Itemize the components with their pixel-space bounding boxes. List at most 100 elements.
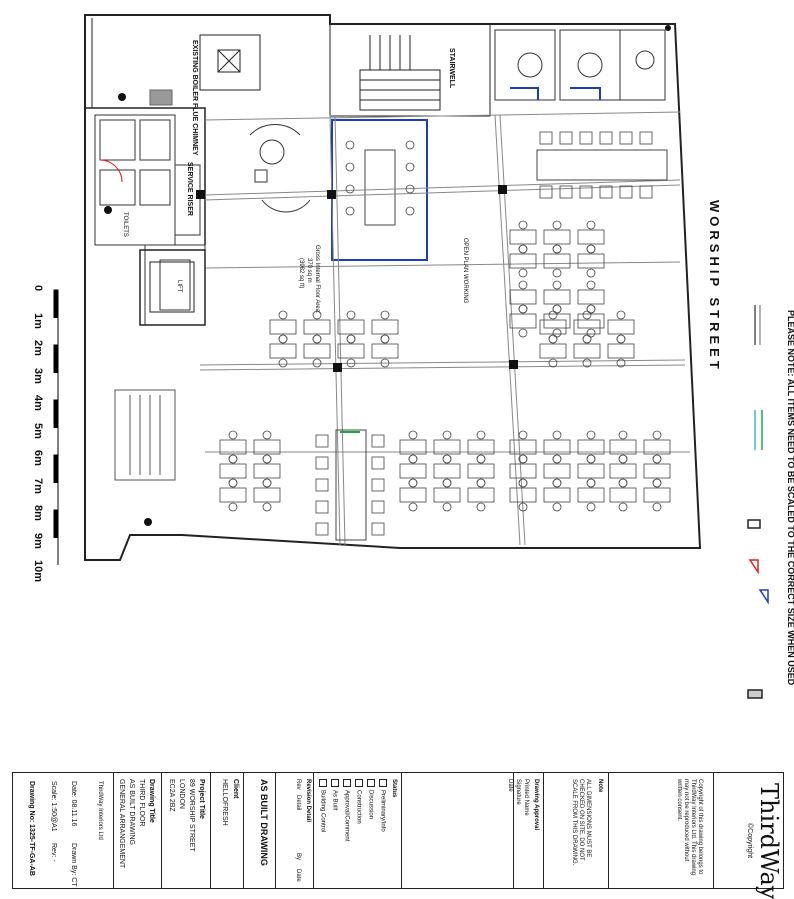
chair	[476, 478, 486, 488]
chair	[408, 454, 418, 464]
chair	[652, 454, 662, 464]
chair	[442, 502, 452, 512]
chair	[552, 268, 562, 278]
desk	[539, 185, 553, 199]
desk	[577, 289, 605, 305]
chair	[586, 244, 596, 254]
chair	[518, 454, 528, 464]
desk	[269, 343, 297, 359]
desk	[607, 343, 635, 359]
chair	[586, 502, 596, 512]
street-name: WORSHIP STREET	[707, 200, 722, 373]
approval-field: Printed Name	[523, 779, 529, 816]
stairwell-label: STAIRWELL	[448, 48, 455, 89]
chair	[312, 310, 322, 320]
desk	[509, 463, 537, 479]
desk	[371, 456, 385, 470]
scale-label: 1m	[32, 313, 44, 329]
chair	[312, 334, 322, 344]
drawing-title-line: AS BUILT DRAWING	[128, 779, 135, 845]
desk	[337, 343, 365, 359]
scale-note: PLEASE NOTE: ALL ITEMS NEED TO BE SCALED…	[786, 310, 794, 686]
desk	[577, 439, 605, 455]
notes-heading: Note	[597, 779, 603, 793]
status-option[interactable]: Approval/Comment	[342, 779, 351, 841]
desk	[607, 319, 635, 335]
scale-value: Scale: 1:50@A1	[50, 781, 57, 832]
chair	[582, 310, 592, 320]
chair	[262, 478, 272, 488]
desk	[371, 522, 385, 536]
project-heading: Project Title	[198, 779, 205, 819]
desk	[579, 131, 593, 145]
desk	[599, 185, 613, 199]
status-option[interactable]: Discussion	[366, 779, 375, 819]
desk	[467, 463, 495, 479]
desk	[599, 131, 613, 145]
desk	[315, 522, 329, 536]
desk	[619, 185, 633, 199]
desk	[253, 463, 281, 479]
desk	[543, 463, 571, 479]
scale-label: 7m	[32, 478, 44, 494]
chair	[518, 304, 528, 314]
drawing-title-line: GENERAL ARRANGEMENT	[118, 779, 125, 869]
desk	[539, 319, 567, 335]
chair	[408, 502, 418, 512]
desk	[219, 463, 247, 479]
chair	[262, 430, 272, 440]
chimney-label: EXISTING BOILER FLUE CHIMNEY	[191, 40, 198, 156]
company-logo: ThirdWay	[755, 783, 783, 899]
status-option[interactable]: As Built	[330, 779, 339, 810]
desk	[543, 229, 571, 245]
desk	[577, 253, 605, 269]
chair	[618, 478, 628, 488]
chair	[616, 310, 626, 320]
desk	[509, 487, 537, 503]
client-heading: Client	[232, 779, 239, 799]
copyright-mark: ©Copyright	[746, 823, 753, 859]
chair	[345, 184, 355, 194]
desk	[337, 319, 365, 335]
chair	[552, 502, 562, 512]
gross-area-value-ft: (3982 sq ft)	[298, 258, 304, 289]
status-option[interactable]: Preliminary/Info	[378, 779, 387, 832]
chair	[618, 454, 628, 464]
desk	[303, 343, 331, 359]
chair	[552, 478, 562, 488]
desk	[467, 487, 495, 503]
chair	[442, 430, 452, 440]
desk	[539, 131, 553, 145]
chair	[346, 334, 356, 344]
chair	[518, 502, 528, 512]
desk	[573, 343, 601, 359]
chair	[518, 328, 528, 338]
desk	[219, 487, 247, 503]
date-value: Date: 08.11.16	[70, 781, 77, 827]
revision-col: Detail	[295, 795, 301, 811]
desk	[577, 487, 605, 503]
revision-col: By	[295, 853, 301, 861]
drawing-title-line: THIRD FLOOR	[138, 779, 145, 827]
status-option[interactable]: Construction	[354, 779, 363, 824]
gross-area-value: 370 sq m	[306, 258, 312, 283]
toilets-label: TOILETS	[122, 212, 128, 237]
desk	[433, 487, 461, 503]
chair	[586, 328, 596, 338]
chair	[652, 478, 662, 488]
chair	[408, 478, 418, 488]
chair	[228, 454, 238, 464]
desk	[609, 439, 637, 455]
chair	[552, 328, 562, 338]
desk	[559, 185, 573, 199]
chair	[582, 334, 592, 344]
desk	[509, 439, 537, 455]
status-option[interactable]: Building Control	[318, 779, 327, 832]
desk	[315, 478, 329, 492]
chair	[586, 280, 596, 290]
desk	[509, 313, 537, 329]
chair	[552, 454, 562, 464]
chair	[312, 358, 322, 368]
chair	[552, 280, 562, 290]
chair	[518, 268, 528, 278]
